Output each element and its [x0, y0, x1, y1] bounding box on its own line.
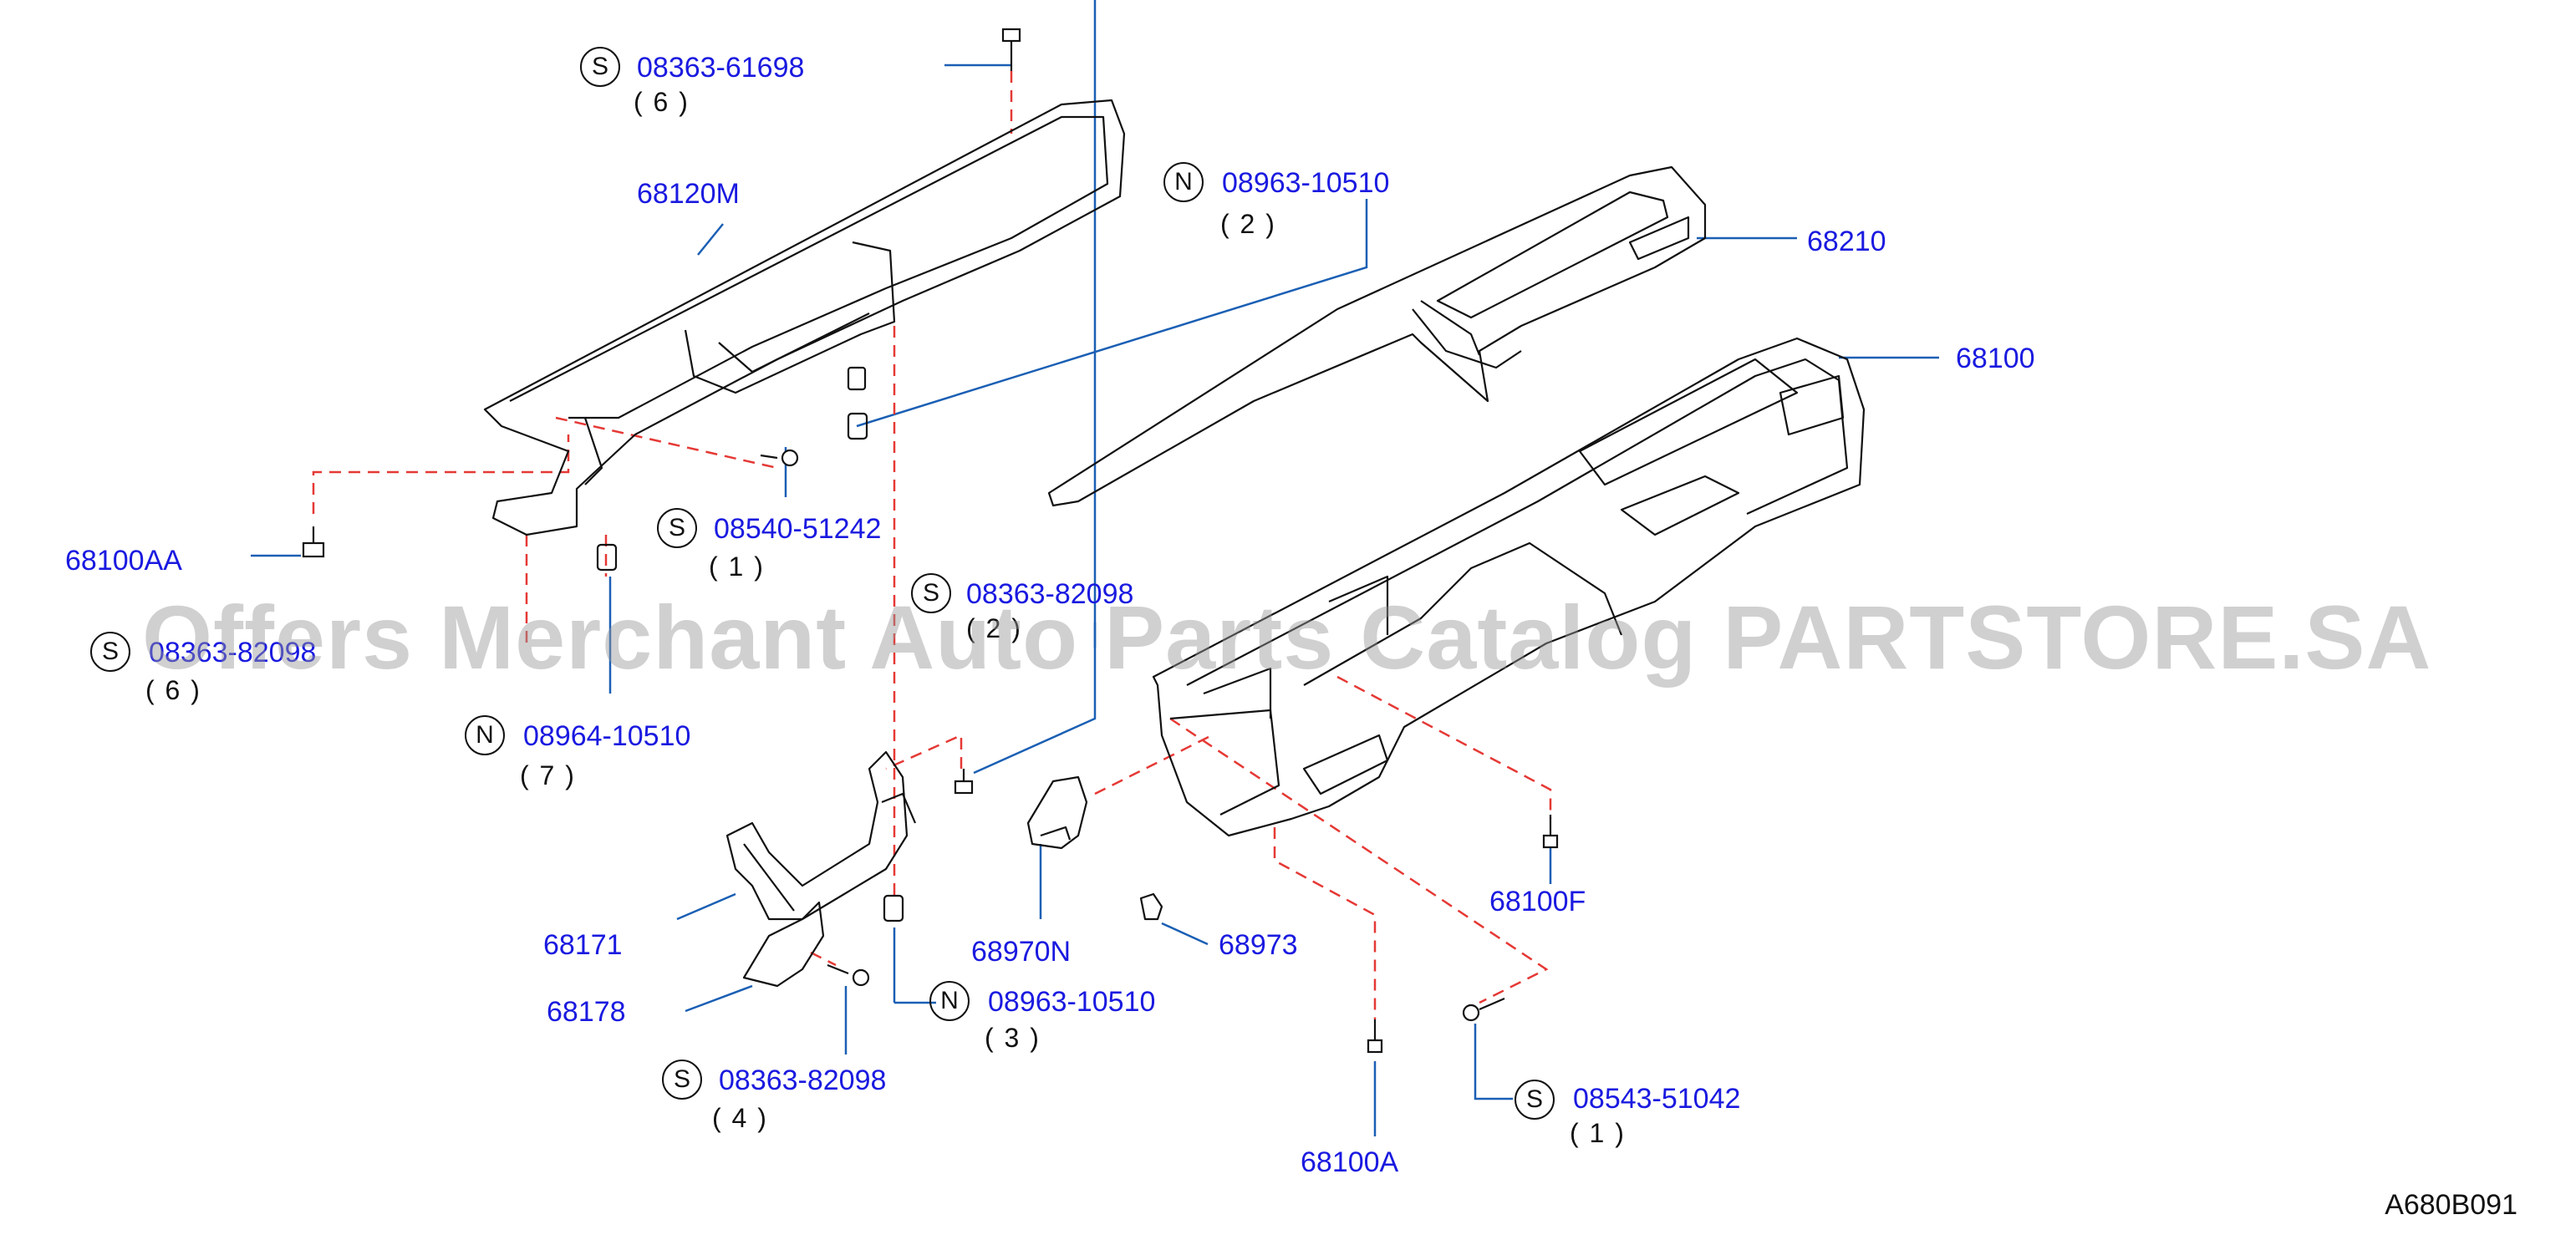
prefix-badge-n: N — [465, 715, 505, 755]
prefix-badge-s: S — [662, 1060, 702, 1100]
part-label-08363-82098-mid[interactable]: 08363-82098 — [966, 578, 1134, 610]
prefix-badge-n: N — [929, 981, 970, 1021]
part-label-68100aa[interactable]: 68100AA — [65, 545, 182, 577]
quantity-08963-10510-a: ( 2 ) — [1220, 209, 1276, 239]
leader-lines — [251, 0, 1939, 1136]
part-label-08363-82098-low[interactable]: 08363-82098 — [719, 1065, 887, 1096]
clip-68973 — [1139, 892, 1163, 921]
screw-68100A — [1367, 1019, 1383, 1054]
quantity-08963-10510-b: ( 3 ) — [985, 1023, 1041, 1053]
quantity-08363-82098-left: ( 6 ) — [145, 675, 201, 705]
part-label-68120m[interactable]: 68120M — [637, 178, 740, 210]
watermark-text: Offers Merchant Auto Parts Catalog PARTS… — [142, 587, 2432, 688]
prefix-badge-s: S — [657, 508, 697, 548]
part-label-08963-10510-b[interactable]: 08963-10510 — [988, 986, 1156, 1018]
clip-68120m-tab — [847, 366, 867, 391]
part-label-08963-10510-a[interactable]: 08963-10510 — [1222, 167, 1390, 199]
bracket-68171 — [725, 750, 909, 921]
main-panel-68100 — [1152, 337, 1866, 837]
diagram-code: A680B091 — [2385, 1189, 2517, 1221]
part-label-08363-61698[interactable]: 08363-61698 — [637, 52, 805, 84]
prefix-badge-s: S — [911, 573, 951, 613]
prefix-badge-s: S — [580, 47, 620, 87]
part-label-68970n[interactable]: 68970N — [971, 936, 1072, 968]
screw-08363-82098-low — [827, 963, 870, 987]
part-label-68100f[interactable]: 68100F — [1489, 886, 1586, 917]
bracket-68178 — [742, 901, 825, 988]
part-label-68178[interactable]: 68178 — [547, 996, 626, 1028]
part-label-68210[interactable]: 68210 — [1807, 226, 1886, 257]
part-label-08540-51242[interactable]: 08540-51242 — [714, 513, 882, 545]
prefix-badge-s: S — [90, 632, 130, 672]
quantity-08543-51042: ( 1 ) — [1570, 1118, 1626, 1148]
part-label-08543-51042[interactable]: 08543-51042 — [1573, 1083, 1741, 1115]
prefix-badge-s: S — [1515, 1080, 1555, 1120]
cover-68970n — [1026, 775, 1088, 850]
prefix-badge-n: N — [1163, 162, 1204, 202]
quantity-08363-82098-low: ( 4 ) — [712, 1103, 768, 1133]
quantity-08964-10510: ( 7 ) — [520, 760, 576, 790]
quantity-08363-82098-mid: ( 2 ) — [966, 613, 1022, 643]
quantity-08363-61698: ( 6 ) — [634, 87, 690, 117]
clip-08964 — [596, 543, 618, 572]
top-pad-68210 — [1047, 165, 1707, 507]
part-label-68973[interactable]: 68973 — [1219, 929, 1298, 961]
dashed-guides — [312, 71, 1552, 1019]
part-label-68100a[interactable]: 68100A — [1301, 1146, 1399, 1178]
screw-08540 — [760, 449, 799, 467]
dash-frame-68120m — [483, 99, 1126, 536]
part-label-08363-82098-left[interactable]: 08363-82098 — [149, 637, 317, 668]
screw-08363-61698 — [1001, 28, 1021, 71]
screw-08363-82098-mid — [954, 769, 974, 795]
part-label-68171[interactable]: 68171 — [543, 929, 623, 961]
part-label-68100[interactable]: 68100 — [1956, 343, 2035, 374]
screw-08543 — [1462, 997, 1505, 1022]
part-outlines — [483, 99, 1866, 988]
quantity-08540-51242: ( 1 ) — [709, 551, 765, 582]
part-label-08964-10510[interactable]: 08964-10510 — [523, 720, 691, 752]
screw-68100AA — [302, 526, 325, 558]
screws — [302, 28, 1559, 1054]
clip-08963-a — [847, 412, 868, 440]
clip-08963-b — [883, 894, 904, 922]
screw-68100F — [1542, 815, 1559, 849]
